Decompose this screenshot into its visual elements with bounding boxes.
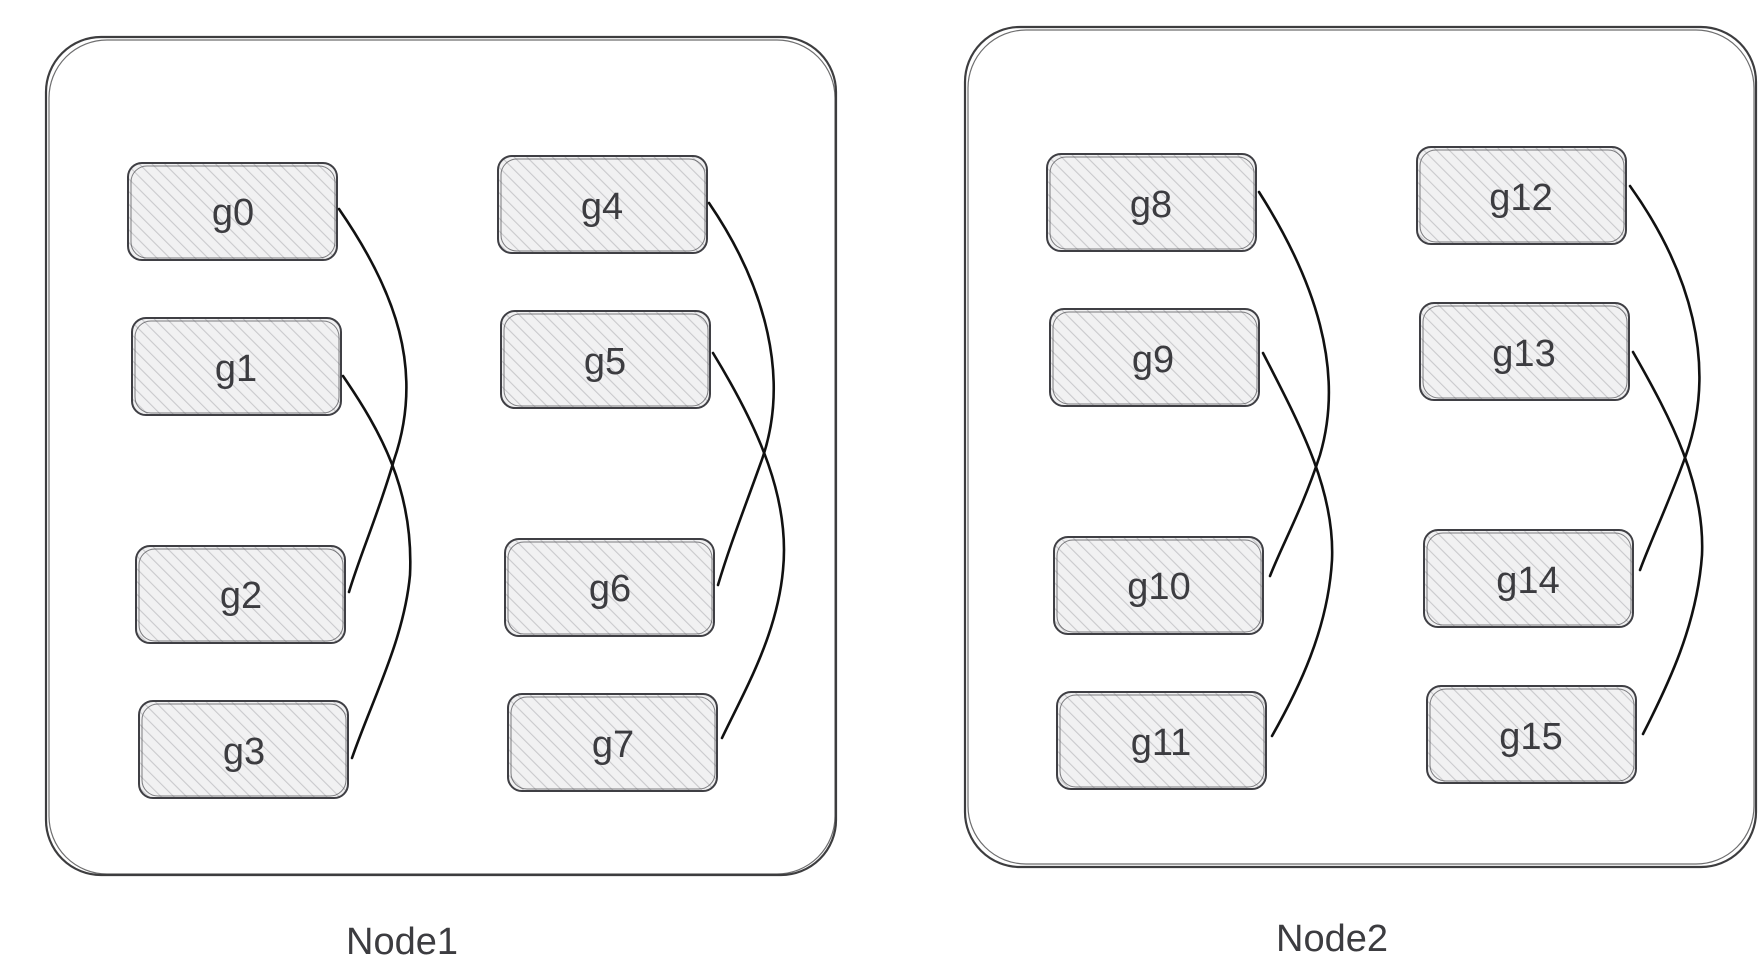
- gpu-label: g9: [1132, 339, 1174, 381]
- link-g12-g14: [1628, 184, 1701, 572]
- link-g8-g10: [1257, 190, 1331, 578]
- node-1-links: [337, 201, 786, 760]
- node-2-gpu-column-1: g8 g9 g10 g11: [1046, 153, 1267, 790]
- node-2-frame-sketch: [967, 29, 1755, 865]
- link-g5-g7: [711, 351, 786, 740]
- gpu-box-g9: g9: [1049, 308, 1260, 407]
- gpu-box-g11: g11: [1056, 691, 1267, 790]
- gpu-label: g7: [592, 724, 634, 766]
- gpu-label: g6: [589, 568, 631, 610]
- gpu-label: g1: [215, 348, 257, 390]
- gpu-box-g10: g10: [1053, 536, 1264, 635]
- gpu-label: g11: [1131, 722, 1192, 764]
- gpu-label: g8: [1130, 184, 1172, 226]
- node-1-label: Node1: [346, 921, 458, 963]
- node-1-frame-sketch: [48, 39, 836, 875]
- gpu-box-g14: g14: [1423, 529, 1634, 628]
- gpu-label: g2: [220, 575, 262, 617]
- link-g0-g2: [337, 207, 408, 594]
- gpu-label: g3: [223, 731, 265, 773]
- gpu-box-g7: g7: [507, 693, 718, 792]
- gpu-box-g13: g13: [1419, 302, 1630, 401]
- link-g4-g6: [707, 201, 775, 587]
- gpu-label: g5: [584, 341, 626, 383]
- link-g9-g11: [1261, 351, 1334, 738]
- node-1-gpu-column-1: g0 g1 g2 g3: [127, 162, 349, 799]
- node-2: g8 g9 g10 g11 g12: [963, 25, 1758, 960]
- gpu-box-g15: g15: [1426, 685, 1637, 784]
- gpu-box-g3: g3: [138, 700, 349, 799]
- gpu-label: g12: [1489, 177, 1552, 219]
- node-2-links: [1257, 184, 1704, 738]
- gpu-box-g1: g1: [131, 317, 342, 416]
- gpu-label: g10: [1127, 566, 1190, 608]
- node-1-gpu-column-2: g4 g5 g6 g7: [497, 155, 718, 792]
- gpu-box-g8: g8: [1046, 153, 1257, 252]
- gpu-label: g4: [581, 186, 623, 228]
- node-2-label: Node2: [1276, 918, 1388, 960]
- gpu-box-g0: g0: [127, 162, 338, 261]
- gpu-label: g13: [1492, 333, 1555, 375]
- gpu-box-g4: g4: [497, 155, 708, 254]
- node-2-gpu-column-2: g12 g13 g14 g15: [1416, 146, 1637, 784]
- gpu-box-g6: g6: [504, 538, 715, 637]
- gpu-box-g12: g12: [1416, 146, 1627, 245]
- gpu-box-g5: g5: [500, 310, 711, 409]
- node-1: g0 g1 g2 g3 g4: [44, 35, 838, 963]
- gpu-box-g2: g2: [135, 545, 346, 644]
- link-g13-g15: [1631, 350, 1704, 736]
- link-g1-g3: [341, 374, 412, 760]
- gpu-label: g15: [1499, 716, 1562, 758]
- gpu-label: g0: [212, 192, 254, 234]
- gpu-label: g14: [1496, 560, 1559, 602]
